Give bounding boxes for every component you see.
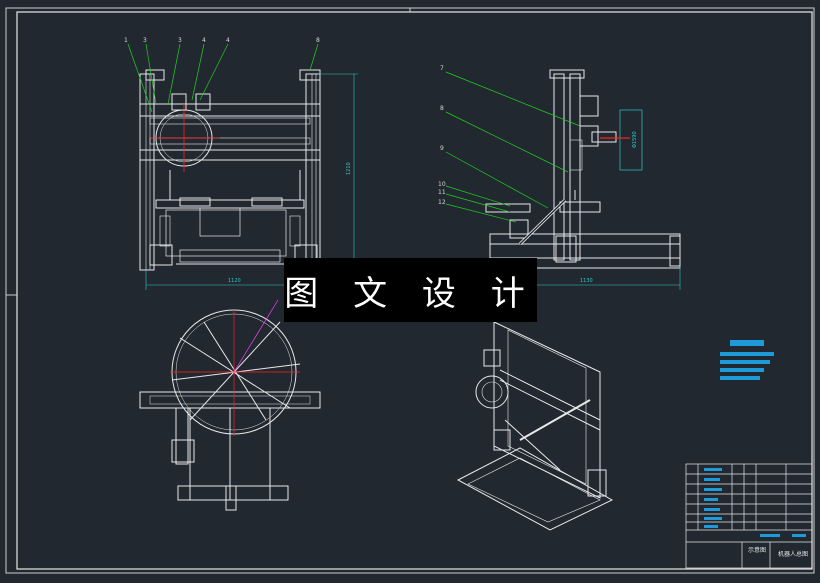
title-block-fills — [704, 468, 806, 537]
dim-front-height: 1210 — [346, 162, 352, 175]
title-block-name: 示意图 — [748, 546, 766, 554]
callout-10: 10 — [438, 181, 446, 188]
callout-7: 7 — [440, 65, 444, 72]
technical-notes — [720, 340, 774, 380]
top-view-centerlines — [170, 310, 300, 436]
callout-1: 1 — [124, 37, 128, 44]
side-leaders — [445, 71, 581, 223]
isometric-view — [456, 321, 614, 531]
dim-side-width: 1130 — [580, 278, 593, 284]
top-view — [139, 309, 321, 511]
watermark-banner: 图 文 设 计 — [284, 258, 537, 322]
callout-3a: 3 — [143, 37, 147, 44]
side-view — [485, 69, 681, 269]
callout-4a: 4 — [202, 37, 206, 44]
title-block — [685, 463, 813, 569]
front-leaders — [127, 43, 319, 113]
callout-8a: 8 — [316, 37, 320, 44]
radius-leader — [233, 299, 279, 373]
dim-motor-box: Φ1590 — [632, 131, 638, 148]
dim-front-width: 1120 — [228, 278, 241, 284]
callout-3b: 3 — [178, 37, 182, 44]
callout-9: 9 — [440, 145, 444, 152]
callout-4b: 4 — [226, 37, 230, 44]
front-view — [139, 69, 321, 271]
callout-11: 11 — [438, 189, 446, 196]
side-motor-box: Φ1590 — [600, 109, 643, 171]
inner-border — [16, 11, 813, 570]
title-block-drawing-title: 机器人总图 — [778, 550, 808, 558]
callout-8b: 8 — [440, 105, 444, 112]
callout-12: 12 — [438, 199, 446, 206]
